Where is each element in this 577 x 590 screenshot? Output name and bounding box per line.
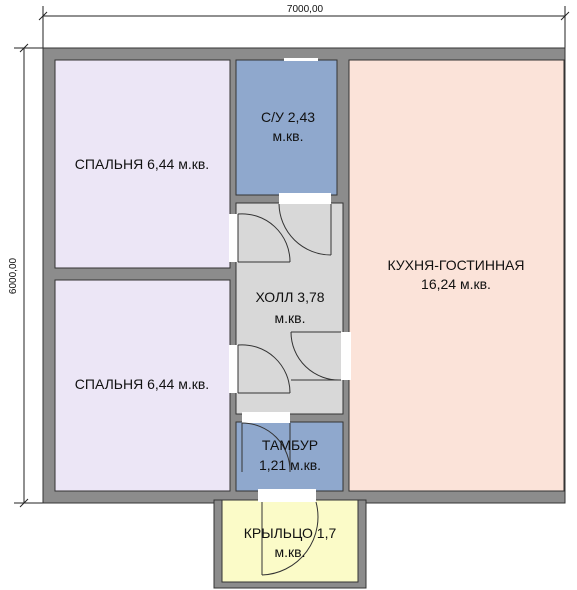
vestibule-label-line2: 1,21 м.кв. <box>259 457 321 473</box>
hall <box>235 202 344 415</box>
porch-label-line1: КРЫЛЬЦО 1,7 <box>244 525 337 541</box>
vestibule-label-line1: ТАМБУР <box>262 437 318 453</box>
bathroom-label-line1: С/У 2,43 <box>261 109 315 125</box>
hall-label-line2: м.кв. <box>275 310 306 326</box>
kitchen-living <box>348 59 565 492</box>
dimension-width: 7000,00 <box>38 4 570 48</box>
hall-label-line1: ХОЛЛ 3,78 <box>255 289 324 305</box>
bathroom-label-line2: м.кв. <box>273 128 304 144</box>
porch-label-line2: м.кв. <box>275 544 306 560</box>
bedroom-bottom-label: СПАЛЬНЯ 6,44 м.кв. <box>75 376 209 392</box>
door-openings <box>229 58 351 502</box>
kitchen-label-line2: 16,24 м.кв. <box>421 276 491 292</box>
bedroom-top <box>54 59 231 269</box>
dimension-height: 6000,00 <box>8 43 44 508</box>
porch-floor <box>221 499 359 583</box>
width-label: 7000,00 <box>287 4 324 15</box>
door-swings <box>237 203 342 576</box>
bathroom <box>235 59 338 196</box>
bedroom-bottom <box>54 279 231 492</box>
bedroom-top-label: СПАЛЬНЯ 6,44 м.кв. <box>75 156 209 172</box>
kitchen-label-line1: КУХНЯ-ГОСТИННАЯ <box>387 257 524 273</box>
height-label: 6000,00 <box>8 257 19 294</box>
